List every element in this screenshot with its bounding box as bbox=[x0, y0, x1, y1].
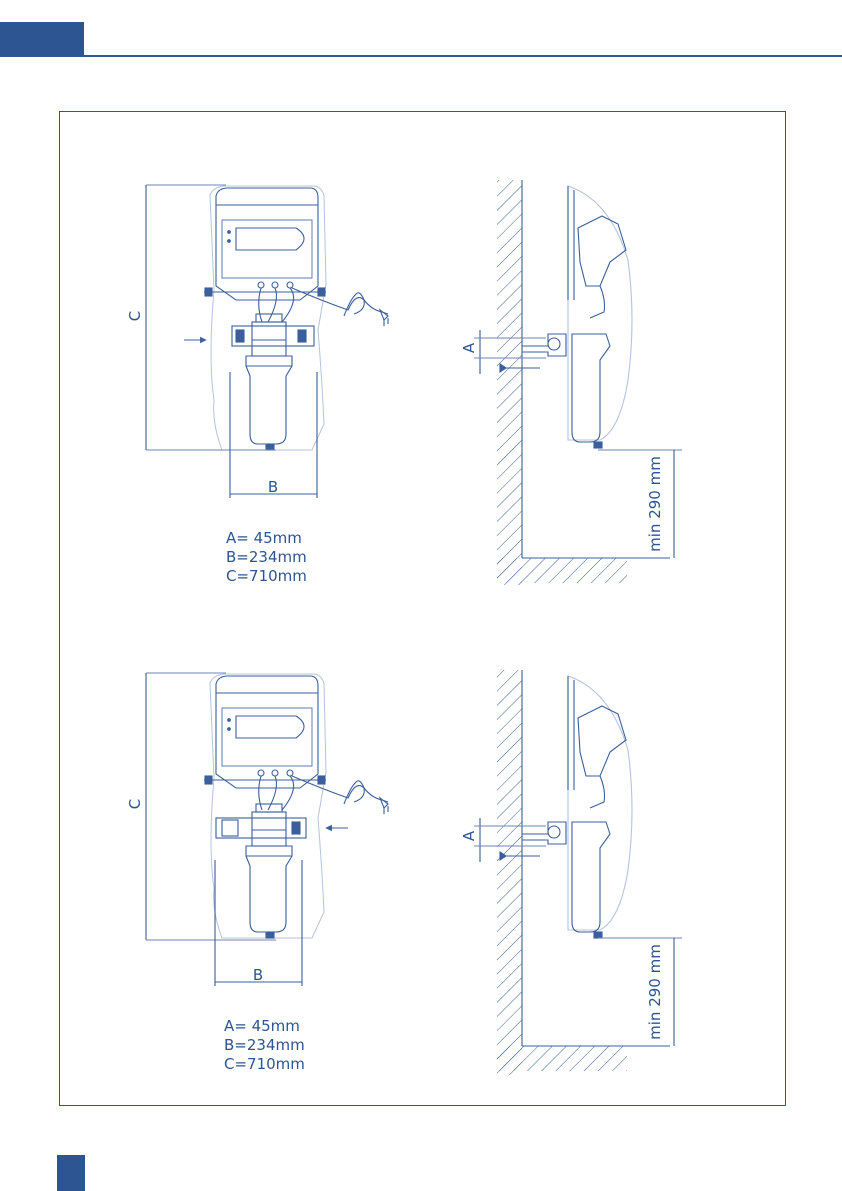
dimension-b-label: B bbox=[268, 478, 278, 496]
dimension-a-label: A bbox=[460, 830, 478, 841]
diagram-1: C B bbox=[126, 180, 682, 585]
legend-a: A= 45mm bbox=[224, 1017, 300, 1035]
legend-a: A= 45mm bbox=[226, 529, 302, 547]
legend-c: C=710mm bbox=[224, 1055, 305, 1073]
legend-b: B=234mm bbox=[226, 548, 307, 566]
dimension-a-label: A bbox=[460, 342, 478, 353]
clearance-label: min 290 mm bbox=[646, 944, 664, 1040]
dimension-c-label: C bbox=[126, 311, 144, 321]
dimension-b-label: B bbox=[253, 966, 263, 984]
legend-c: C=710mm bbox=[226, 567, 307, 585]
front-view-1 bbox=[146, 185, 388, 498]
clearance-label: min 290 mm bbox=[646, 456, 664, 552]
dimension-c-label: C bbox=[126, 799, 144, 809]
legend-b: B=234mm bbox=[224, 1036, 305, 1054]
front-view-2 bbox=[146, 673, 388, 986]
diagram-2: C B A min 290 mm A= 45mm bbox=[126, 670, 682, 1075]
